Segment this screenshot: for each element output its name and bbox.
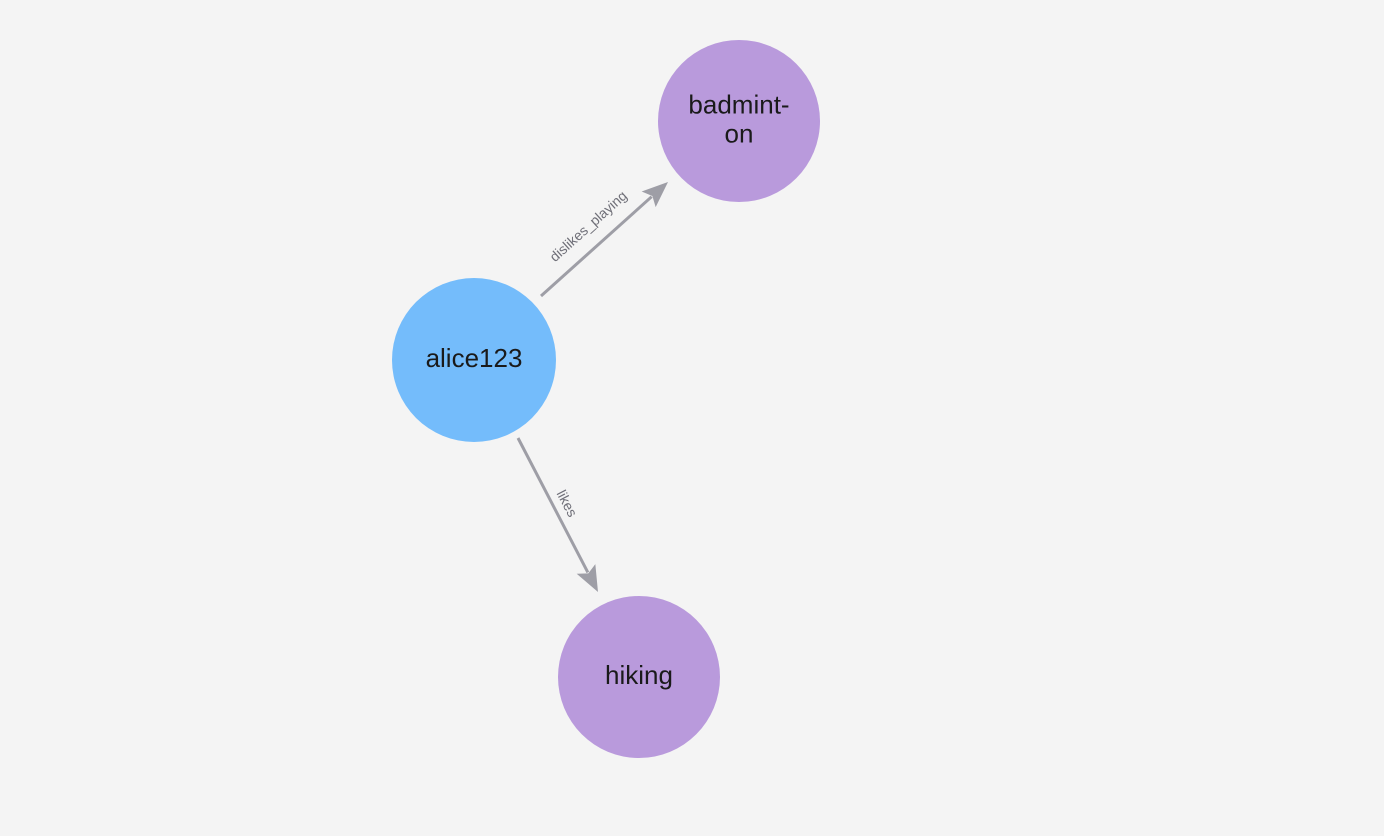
graph-node-alice123[interactable]: alice123 (392, 278, 556, 442)
graph-edge[interactable] (516, 437, 598, 592)
edge-arrowhead-icon (641, 182, 668, 208)
edge-line (516, 437, 590, 574)
graph-node-badminton[interactable]: badmint-on (658, 40, 820, 202)
graph-node-hiking[interactable]: hiking (558, 596, 720, 758)
node-circle[interactable] (392, 278, 556, 442)
node-circle[interactable] (558, 596, 720, 758)
node-circle[interactable] (658, 40, 820, 202)
edge-line (539, 195, 653, 298)
graph-edge[interactable] (539, 182, 668, 298)
edges-layer (516, 182, 668, 592)
edge-arrowhead-icon (576, 564, 598, 592)
nodes-layer: alice123 badmint-on hiking (392, 40, 820, 758)
